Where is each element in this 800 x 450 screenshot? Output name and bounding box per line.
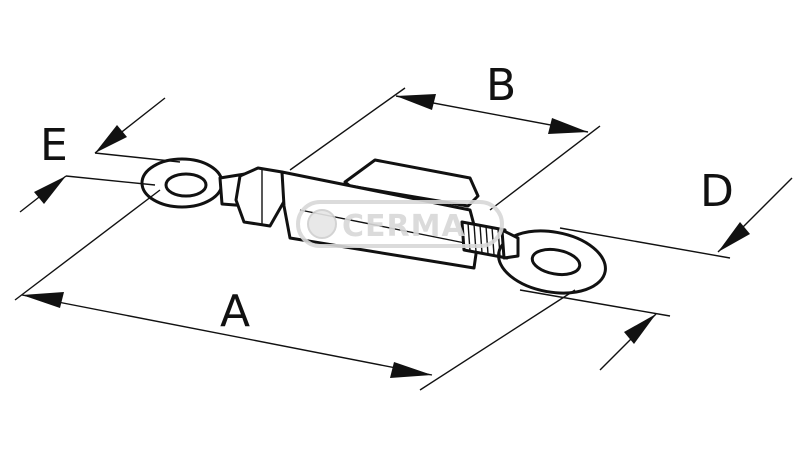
dim-d-arrow-bottom [624, 314, 656, 344]
dim-label-e: E [40, 120, 68, 171]
dim-b-ext-right [489, 125, 601, 211]
right-eye-outer [497, 229, 607, 295]
watermark-badge [296, 200, 504, 248]
watermark-text: CERMA [342, 209, 466, 244]
dim-d-ext-bottom [519, 289, 671, 317]
left-eye-outer [140, 157, 224, 209]
watermark-logo: CERMA [296, 200, 504, 248]
dim-a-arrow-right [390, 362, 432, 378]
dim-d-arrow-top [718, 222, 750, 252]
dim-a-line [21, 294, 433, 376]
right-eye-inner [530, 247, 582, 277]
dim-label-d: D [700, 166, 734, 217]
dim-label-a: A [220, 286, 250, 337]
dim-e-ext-bottom [65, 175, 156, 186]
dim-e-arrow-top [95, 125, 127, 153]
left-eye-inner [164, 172, 208, 198]
dim-d-ext-top [559, 227, 731, 259]
right-eye-neck [500, 228, 520, 260]
left-hex-nut [234, 166, 288, 228]
dim-e-arrow-bottom [34, 176, 66, 204]
dimension-lines [14, 87, 793, 391]
wheat-icon [307, 209, 337, 239]
dim-label-b: B [486, 60, 516, 111]
dim-b-arrow-left [396, 94, 436, 110]
dim-a-arrow-left [22, 292, 64, 308]
dim-b-arrow-right [548, 118, 588, 134]
dim-a-ext-left [14, 189, 161, 301]
dim-b-ext-left [289, 87, 406, 171]
dim-a-ext-right [419, 289, 576, 391]
